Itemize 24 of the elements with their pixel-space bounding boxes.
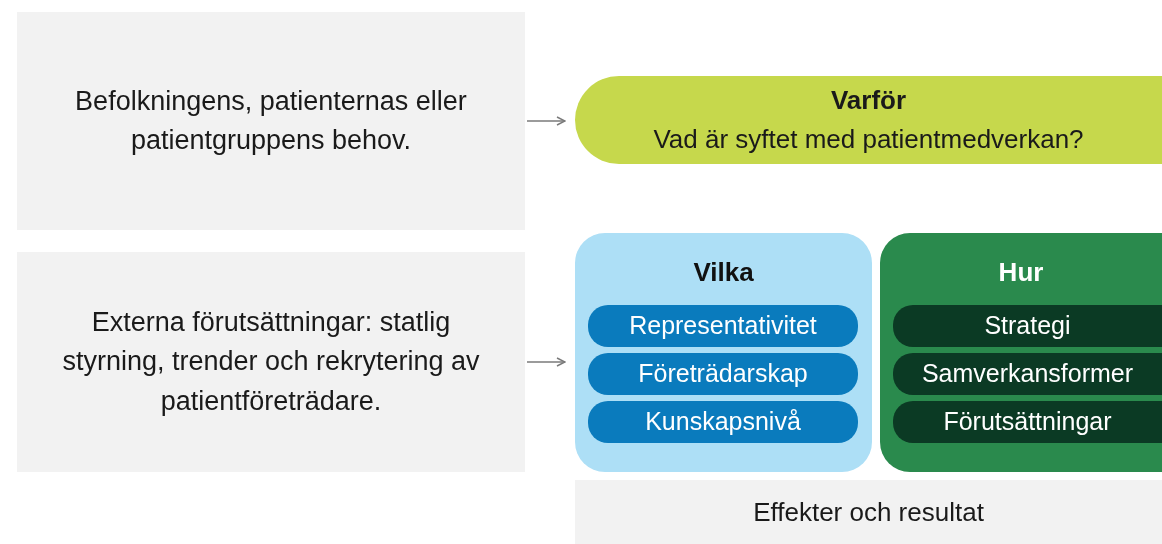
body-text: Representativitet — [629, 310, 817, 342]
arrow — [526, 357, 566, 367]
arrow — [526, 116, 566, 126]
body-text: Effekter och resultat — [753, 495, 984, 529]
heading: Hur — [998, 256, 1044, 289]
body-text: Förutsättningar — [943, 406, 1112, 438]
group-panel — [575, 233, 872, 472]
aspect-pill — [588, 401, 858, 443]
body-text: Kunskapsnivå — [645, 406, 801, 438]
body-text: Strategi — [984, 310, 1071, 342]
aspect-pill — [893, 401, 1162, 443]
aspect-pill — [588, 353, 858, 395]
aspect-pill — [893, 353, 1162, 395]
body-text: Samverkansformer — [921, 358, 1134, 390]
aspect-pill — [588, 305, 858, 347]
body-text: Företrädarskap — [638, 358, 808, 390]
group-panel — [880, 233, 1162, 472]
heading: Varför — [830, 84, 907, 117]
purpose-banner — [575, 76, 1162, 164]
body-text: Befolkningens, patienternas eller patientgruppens behov. — [74, 84, 468, 157]
body-text: Externa förutsättningar: statlig styrning, trender och rekrytering av patientföreträdare. — [61, 306, 481, 418]
aspect-pill — [893, 305, 1162, 347]
heading: Vilka — [693, 256, 754, 289]
body-text: Vad är syftet med patientmedverkan? — [653, 123, 1084, 156]
